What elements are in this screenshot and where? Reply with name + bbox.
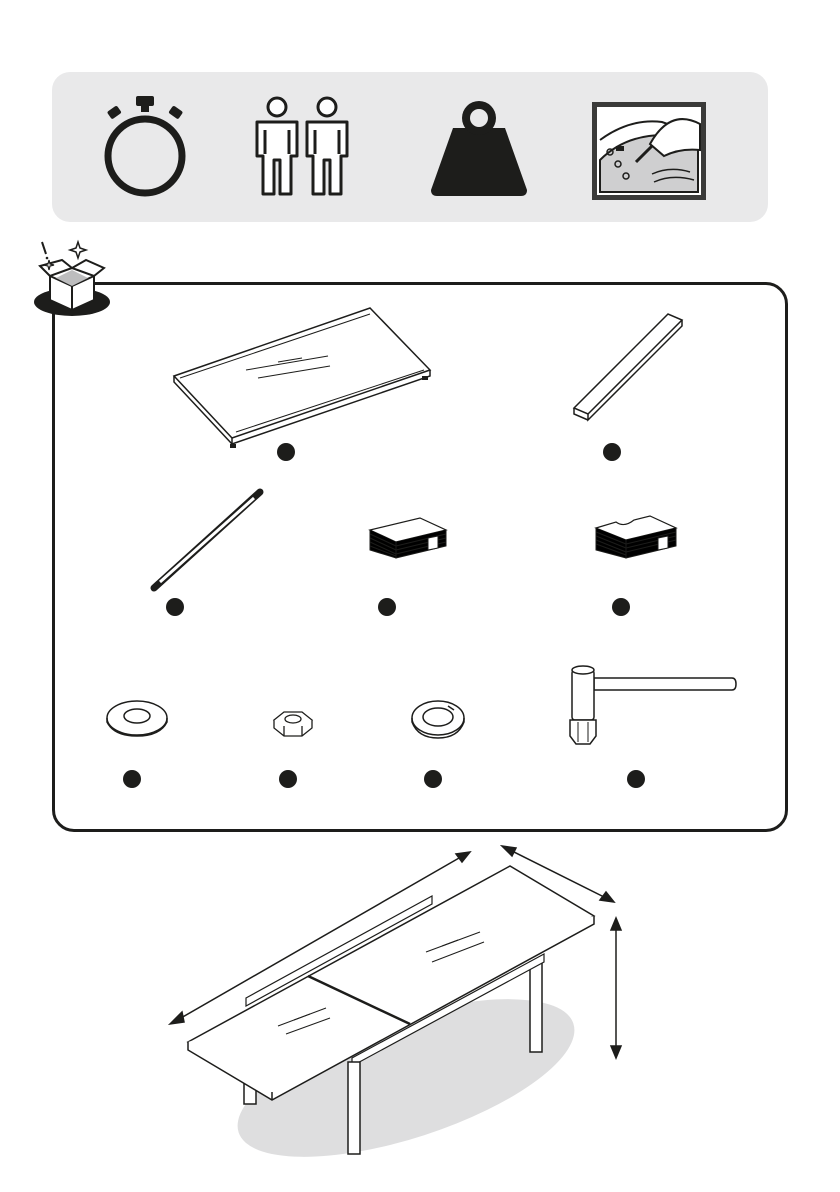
- part-marker: [166, 598, 184, 616]
- spring-washer-part: [408, 696, 468, 740]
- square-bar-part: [570, 310, 690, 425]
- info-bar: [52, 72, 768, 222]
- stopwatch-icon: [100, 94, 190, 200]
- part-marker: [424, 770, 442, 788]
- part-marker: [123, 770, 141, 788]
- two-people-icon: [247, 96, 357, 200]
- part-marker: [603, 443, 621, 461]
- notched-pads-part: [594, 512, 678, 558]
- threaded-rod-part: [148, 488, 266, 594]
- part-marker: [627, 770, 645, 788]
- unboxing-icon: [30, 238, 110, 318]
- read-instructions-icon: [590, 100, 708, 202]
- glass-tabletop-part: [170, 300, 440, 450]
- weight-icon: [427, 98, 531, 198]
- part-marker: [612, 598, 630, 616]
- part-marker: [378, 598, 396, 616]
- socket-wrench-part: [560, 662, 740, 748]
- extending-table-dimensions: [160, 838, 640, 1168]
- flat-washer-part: [104, 696, 170, 738]
- spacer-pads-part: [368, 514, 448, 558]
- part-marker: [277, 443, 295, 461]
- hex-nut-part: [270, 708, 316, 740]
- part-marker: [279, 770, 297, 788]
